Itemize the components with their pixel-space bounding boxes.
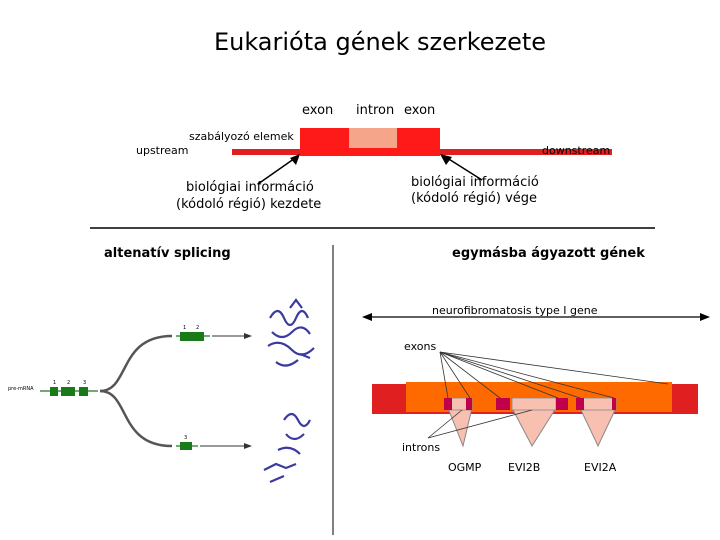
intron-block: [349, 128, 397, 148]
bottom-exon-3: 3: [184, 435, 188, 441]
end-arrowhead: [440, 154, 452, 165]
introns-label: introns: [402, 441, 441, 454]
intron-connectors: [427, 409, 533, 439]
downstream-label: downstream: [542, 144, 611, 157]
exon-connectors: [439, 351, 669, 399]
mrna-bottom-exon: [180, 442, 192, 450]
premrna-exon-2: [61, 387, 75, 396]
top-exon-2: 2: [196, 325, 200, 331]
mid-exon-2: 2: [67, 380, 71, 386]
regulatory-label: szabályozó elemek: [189, 130, 294, 143]
gene-label-evi2b: EVI2B: [508, 461, 541, 474]
gene-label-evi2a: EVI2A: [584, 461, 617, 474]
nested-heading: egymásba ágyazott gének: [452, 246, 645, 261]
end-arrow: [443, 155, 483, 181]
evi2a-gene: [579, 407, 617, 448]
protein-structure-top: [267, 298, 315, 367]
intron-label: intron: [356, 103, 395, 118]
start-arrowhead: [290, 154, 300, 165]
exon-label-right: exon: [404, 103, 436, 118]
mid-exon-1: 1: [53, 380, 57, 386]
nf1-gene-label: neurofibromatosis type I gene: [432, 304, 598, 317]
splicing-heading: altenatív splicing: [104, 246, 231, 261]
end-label-line2: (kódoló régió) vége: [411, 191, 538, 206]
upstream-label: upstream: [136, 144, 189, 157]
end-label-line1: biológiai információ: [411, 175, 539, 190]
exons-label: exons: [404, 340, 437, 353]
top-exon-1: 1: [183, 325, 187, 331]
protein-structure-bottom: [263, 412, 311, 484]
page-title: Eukarióta gének szerkezete: [213, 28, 547, 56]
gene-label-ogmp: OGMP: [448, 461, 482, 474]
branch-bottom: [99, 389, 173, 448]
premrna-exon-1: [50, 387, 58, 396]
mrna-top-exons: [180, 332, 204, 341]
start-arrow: [257, 155, 299, 185]
exon-label-left: exon: [302, 103, 334, 118]
premrna-label: pre-mRNA: [8, 386, 34, 392]
start-label-line1: biológiai információ: [186, 180, 314, 195]
branch-top: [99, 334, 173, 393]
premrna-exon-3: [79, 387, 88, 396]
start-label-line2: (kódoló régió) kezdete: [176, 197, 322, 212]
mid-exon-3: 3: [83, 380, 87, 386]
